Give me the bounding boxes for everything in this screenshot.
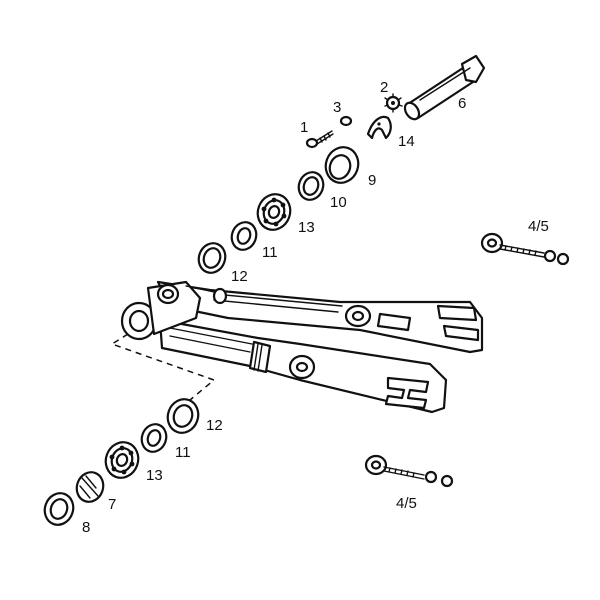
callout-6: 6 xyxy=(458,95,466,112)
part-12-upper-ring xyxy=(197,242,227,274)
callout-3: 3 xyxy=(333,99,341,116)
callout-8: 8 xyxy=(82,519,90,536)
callout-13-lower: 13 xyxy=(146,467,163,484)
part-14-lock-plate xyxy=(366,115,392,140)
part-1-screw xyxy=(305,130,334,149)
part-11-lower-spacer xyxy=(140,423,168,453)
callout-7: 7 xyxy=(108,496,116,513)
part-13-lower-bearing xyxy=(104,441,140,479)
part-4-5-lower-chain-adjuster xyxy=(364,454,454,488)
callout-9: 9 xyxy=(368,172,376,189)
part-6-spindle-bolt xyxy=(403,54,486,121)
part-12-lower-ring xyxy=(166,398,200,434)
callout-4-5-lower: 4/5 xyxy=(396,495,417,512)
callout-12-upper: 12 xyxy=(231,268,248,285)
part-3-nut xyxy=(339,115,353,127)
part-9-bush xyxy=(324,146,360,184)
part-13-upper-bearing xyxy=(256,193,292,231)
callout-11-lower: 11 xyxy=(175,444,191,461)
part-7-seal xyxy=(75,471,105,503)
part-2-toothed-washer xyxy=(384,93,403,113)
callout-11-upper: 11 xyxy=(262,244,278,261)
callout-10: 10 xyxy=(330,194,347,211)
part-11-upper-spacer xyxy=(230,221,258,251)
callout-14: 14 xyxy=(398,133,415,150)
swingarm-body xyxy=(120,280,484,414)
part-8-cap xyxy=(43,492,75,526)
callout-13-upper: 13 xyxy=(298,219,315,236)
callout-12-lower: 12 xyxy=(206,417,223,434)
callout-2: 2 xyxy=(380,79,388,96)
part-10-seal xyxy=(297,171,325,201)
callout-4-5-upper: 4/5 xyxy=(528,218,549,235)
part-4-5-upper-chain-adjuster xyxy=(480,232,570,266)
callout-1: 1 xyxy=(300,119,308,136)
